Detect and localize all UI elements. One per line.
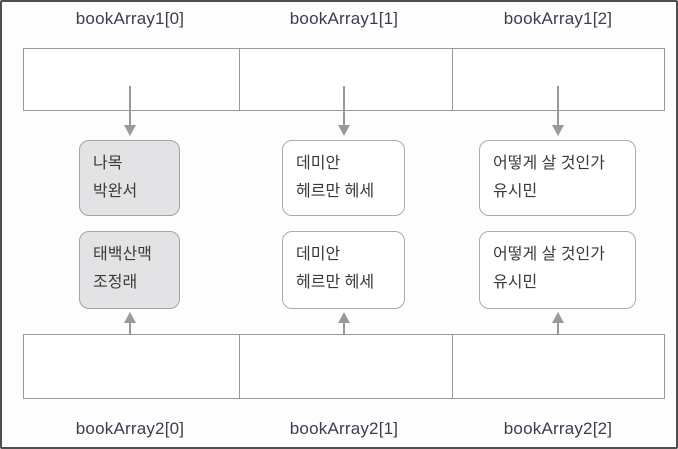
label-bookarray1-0: bookArray1[0] <box>75 9 185 28</box>
book-author: 유시민 <box>493 183 538 200</box>
book-title: 나목 <box>93 155 123 172</box>
label-bookarray2-0: bookArray2[0] <box>75 419 185 438</box>
arrow-down-icon <box>124 125 136 136</box>
arrow-line <box>557 86 559 128</box>
bookarray2-rect <box>23 334 665 399</box>
book-title: 어떻게 살 것인가 <box>493 155 605 172</box>
book-object-demian-1: 데미안 헤르만 헤세 <box>282 140 405 216</box>
book-title: 태백산맥 <box>93 246 152 263</box>
arrow-up-icon <box>552 312 564 323</box>
book-object-demian-2: 데미안 헤르만 헤세 <box>282 231 405 309</box>
arrow-up-icon <box>338 312 350 323</box>
label-bookarray1-2: bookArray1[2] <box>503 9 613 28</box>
cell-divider <box>452 335 453 398</box>
arrow-line <box>343 86 345 128</box>
book-author: 헤르만 헤세 <box>296 183 375 200</box>
arrow-down-icon <box>552 125 564 136</box>
label-bookarray2-1: bookArray2[1] <box>289 419 399 438</box>
arrow-line <box>129 86 131 128</box>
book-title: 데미안 <box>296 155 341 172</box>
book-author: 조정래 <box>93 274 138 291</box>
arrow-up-icon <box>124 312 136 323</box>
book-title: 데미안 <box>296 246 341 263</box>
cell-divider <box>452 49 453 110</box>
book-object-namok: 나목 박완서 <box>79 140 180 216</box>
arrow-down-icon <box>338 125 350 136</box>
book-object-howtolive-2: 어떻게 살 것인가 유시민 <box>479 231 636 309</box>
book-author: 박완서 <box>93 183 138 200</box>
book-author: 헤르만 헤세 <box>296 274 375 291</box>
label-bookarray2-2: bookArray2[2] <box>503 419 613 438</box>
book-object-howtolive-1: 어떻게 살 것인가 유시민 <box>479 140 636 216</box>
book-title: 어떻게 살 것인가 <box>493 246 605 263</box>
book-author: 유시민 <box>493 274 538 291</box>
label-bookarray1-1: bookArray1[1] <box>289 9 399 28</box>
cell-divider <box>239 49 240 110</box>
book-object-taebaek: 태백산맥 조정래 <box>79 231 180 309</box>
cell-divider <box>239 335 240 398</box>
